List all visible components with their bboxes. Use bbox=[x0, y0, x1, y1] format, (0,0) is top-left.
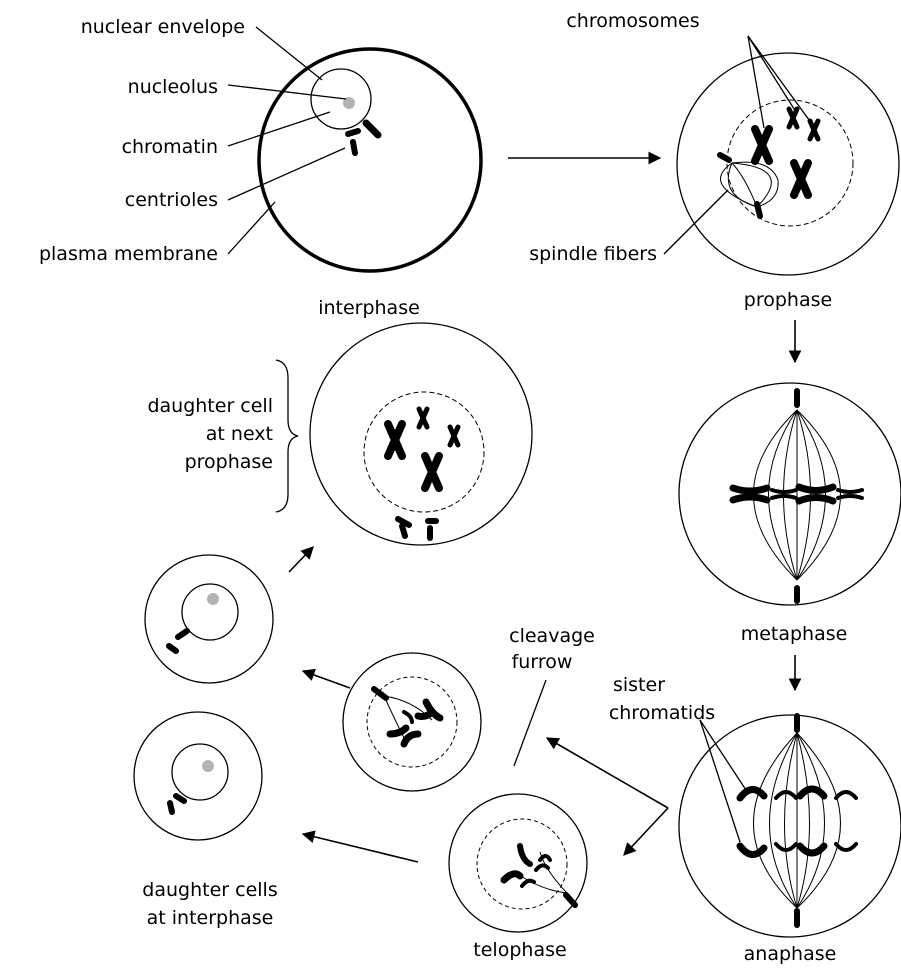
next-prophase-label-line1: daughter cell bbox=[147, 395, 273, 417]
telophase-nucleus-upper bbox=[366, 676, 458, 768]
arrow-to-next-prophase bbox=[288, 546, 314, 573]
next-prophase-label-line3: prophase bbox=[185, 451, 273, 473]
centriole bbox=[166, 643, 179, 654]
centriole bbox=[563, 892, 578, 908]
nuclear-envelope bbox=[310, 68, 372, 130]
chromosome bbox=[794, 163, 808, 195]
chromosome bbox=[419, 409, 427, 427]
daughter-cell-interphase-upper bbox=[144, 554, 274, 684]
next-prophase-brace bbox=[275, 359, 299, 513]
daughter-cells-label-line2: at interphase bbox=[147, 907, 274, 929]
chromosome bbox=[388, 424, 402, 456]
prophase-membrane bbox=[676, 52, 900, 276]
prophase-label: prophase bbox=[744, 289, 832, 311]
chromosome bbox=[755, 129, 769, 161]
telophase-cells bbox=[342, 652, 588, 933]
prophase-nuclear-envelope bbox=[726, 99, 854, 227]
spindle-fibers bbox=[753, 732, 841, 909]
metaphase-cell bbox=[678, 382, 901, 606]
spindle-fibers bbox=[720, 161, 779, 208]
metaphase-label: metaphase bbox=[741, 623, 848, 645]
telophase-spindle bbox=[383, 695, 568, 894]
next-prophase-membrane bbox=[309, 322, 533, 546]
arrow-telophase-to-upper-daughter bbox=[301, 668, 351, 689]
daughter-cells-label-line1: daughter cells bbox=[142, 879, 277, 901]
chromosome bbox=[450, 427, 458, 445]
anaphase-label: anaphase bbox=[744, 943, 837, 965]
daughter-membrane bbox=[144, 554, 274, 684]
arrow-anaphase-to-telophase-lower bbox=[623, 807, 669, 856]
prophase-cell bbox=[676, 52, 900, 276]
sister-chromatids-leaders bbox=[699, 719, 747, 843]
nucleolus bbox=[343, 97, 355, 109]
cleavage-furrow-leader bbox=[513, 679, 547, 767]
separating-chromatids bbox=[736, 785, 858, 858]
centriole bbox=[395, 516, 412, 528]
telophase-membrane-lower bbox=[448, 793, 588, 933]
chromosome bbox=[425, 456, 439, 488]
daughter-nuclear-envelope bbox=[171, 743, 229, 801]
centriole bbox=[345, 128, 361, 137]
plasma-membrane bbox=[257, 47, 483, 273]
spindle-fibers bbox=[753, 409, 841, 581]
cleavage-furrow-label-line1: cleavage bbox=[509, 625, 595, 647]
daughter-membrane bbox=[133, 711, 263, 841]
next-prophase-label-line2: at next bbox=[206, 423, 273, 445]
spindle-fibers-label: spindle fibers bbox=[529, 243, 657, 265]
nuclear-envelope-label: nuclear envelope bbox=[81, 16, 245, 38]
cleavage-furrow-label-line2: furrow bbox=[512, 651, 573, 673]
nucleolus-label: nucleolus bbox=[128, 76, 218, 98]
sister-chromatids-label-line1: sister bbox=[613, 674, 665, 696]
anaphase-cell bbox=[678, 713, 901, 938]
interphase-cell bbox=[257, 47, 483, 273]
prophase-leaders bbox=[663, 35, 813, 255]
daughter-nucleolus bbox=[202, 760, 214, 772]
anaphase-membrane bbox=[678, 714, 901, 938]
chromatin-label: chromatin bbox=[122, 136, 218, 158]
daughter-nuclear-envelope bbox=[181, 583, 239, 641]
sister-chromatids-label-line2: chromatids bbox=[609, 702, 715, 724]
interphase-label: interphase bbox=[318, 297, 420, 319]
centriole bbox=[173, 793, 187, 804]
centriole bbox=[754, 201, 763, 219]
metaphase-membrane bbox=[678, 382, 901, 606]
centriole bbox=[175, 628, 190, 640]
chromosomes-label: chromosomes bbox=[566, 10, 699, 32]
centriole bbox=[371, 686, 389, 701]
arrow-telophase-to-lower-daughter bbox=[301, 830, 419, 863]
centriole bbox=[717, 152, 732, 163]
plasma-membrane-label: plasma membrane bbox=[39, 243, 218, 265]
arrow-anaphase-to-telophase-upper bbox=[545, 737, 669, 809]
centriole bbox=[399, 523, 408, 539]
centriole bbox=[350, 139, 358, 156]
centriole bbox=[167, 800, 175, 815]
telophase-chromosomes bbox=[386, 698, 552, 888]
telophase-membrane-upper bbox=[342, 652, 482, 792]
next-prophase-nucleus bbox=[363, 391, 485, 513]
daughter-nucleolus bbox=[207, 593, 219, 605]
daughter-cell-interphase-lower bbox=[133, 711, 263, 841]
telophase-label: telophase bbox=[473, 939, 566, 961]
daughter-cell-next-prophase bbox=[309, 322, 533, 546]
telophase-nucleus-lower bbox=[476, 818, 568, 910]
metaphase-chromosomes bbox=[729, 483, 864, 505]
centrioles-label: centrioles bbox=[125, 189, 218, 211]
interphase-leaders bbox=[227, 26, 347, 255]
centriole bbox=[362, 119, 382, 139]
